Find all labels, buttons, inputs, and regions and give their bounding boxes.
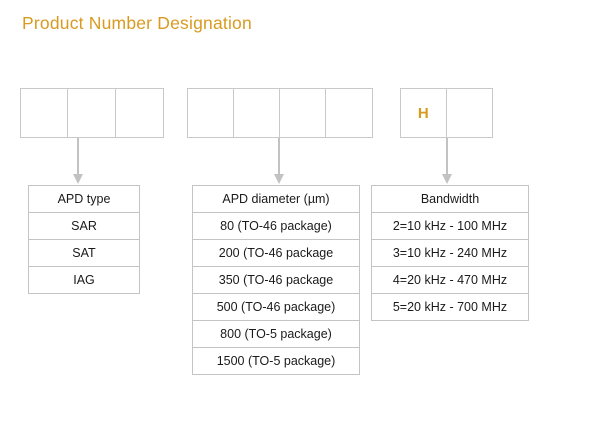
table-header: APD diameter (µm)	[192, 185, 360, 213]
code-cell[interactable]	[326, 89, 372, 137]
table-header: APD type	[28, 185, 140, 213]
table-row: SAR	[28, 212, 140, 240]
code-group-apd-diameter	[187, 88, 373, 138]
code-cell[interactable]	[188, 89, 234, 137]
arrow-down-icon-bandwidth	[441, 138, 453, 186]
arrow-head	[442, 174, 452, 184]
code-group-bandwidth: H	[400, 88, 493, 138]
code-cell[interactable]	[68, 89, 116, 137]
table-apd-type: APD type SAR SAT IAG	[28, 185, 140, 294]
table-row: 800 (TO-5 package)	[192, 320, 360, 348]
table-row: SAT	[28, 239, 140, 267]
arrow-down-icon-apd-diameter	[273, 138, 285, 186]
code-cell[interactable]	[446, 89, 492, 137]
table-row: 500 (TO-46 package)	[192, 293, 360, 321]
code-cell[interactable]	[21, 89, 69, 137]
table-row: 80 (TO-46 package)	[192, 212, 360, 240]
table-row: 3=10 kHz - 240 MHz	[371, 239, 529, 267]
arrow-stem	[77, 138, 79, 176]
code-cell[interactable]	[234, 89, 280, 137]
table-row: 4=20 kHz - 470 MHz	[371, 266, 529, 294]
arrow-head	[274, 174, 284, 184]
table-row: 2=10 kHz - 100 MHz	[371, 212, 529, 240]
arrow-down-icon-apd-type	[72, 138, 84, 186]
table-row: 350 (TO-46 package	[192, 266, 360, 294]
arrow-stem	[446, 138, 448, 176]
table-row: 5=20 kHz - 700 MHz	[371, 293, 529, 321]
table-row: 1500 (TO-5 package)	[192, 347, 360, 375]
page-title: Product Number Designation	[22, 13, 252, 33]
code-cell[interactable]	[115, 89, 163, 137]
arrow-head	[73, 174, 83, 184]
table-bandwidth: Bandwidth 2=10 kHz - 100 MHz 3=10 kHz - …	[371, 185, 529, 321]
table-row: IAG	[28, 266, 140, 294]
arrow-stem	[278, 138, 280, 176]
code-cell-h[interactable]: H	[401, 89, 447, 137]
table-row: 200 (TO-46 package	[192, 239, 360, 267]
code-cell[interactable]	[280, 89, 326, 137]
table-apd-diameter: APD diameter (µm) 80 (TO-46 package) 200…	[192, 185, 360, 375]
table-header: Bandwidth	[371, 185, 529, 213]
code-group-apd-type	[20, 88, 164, 138]
